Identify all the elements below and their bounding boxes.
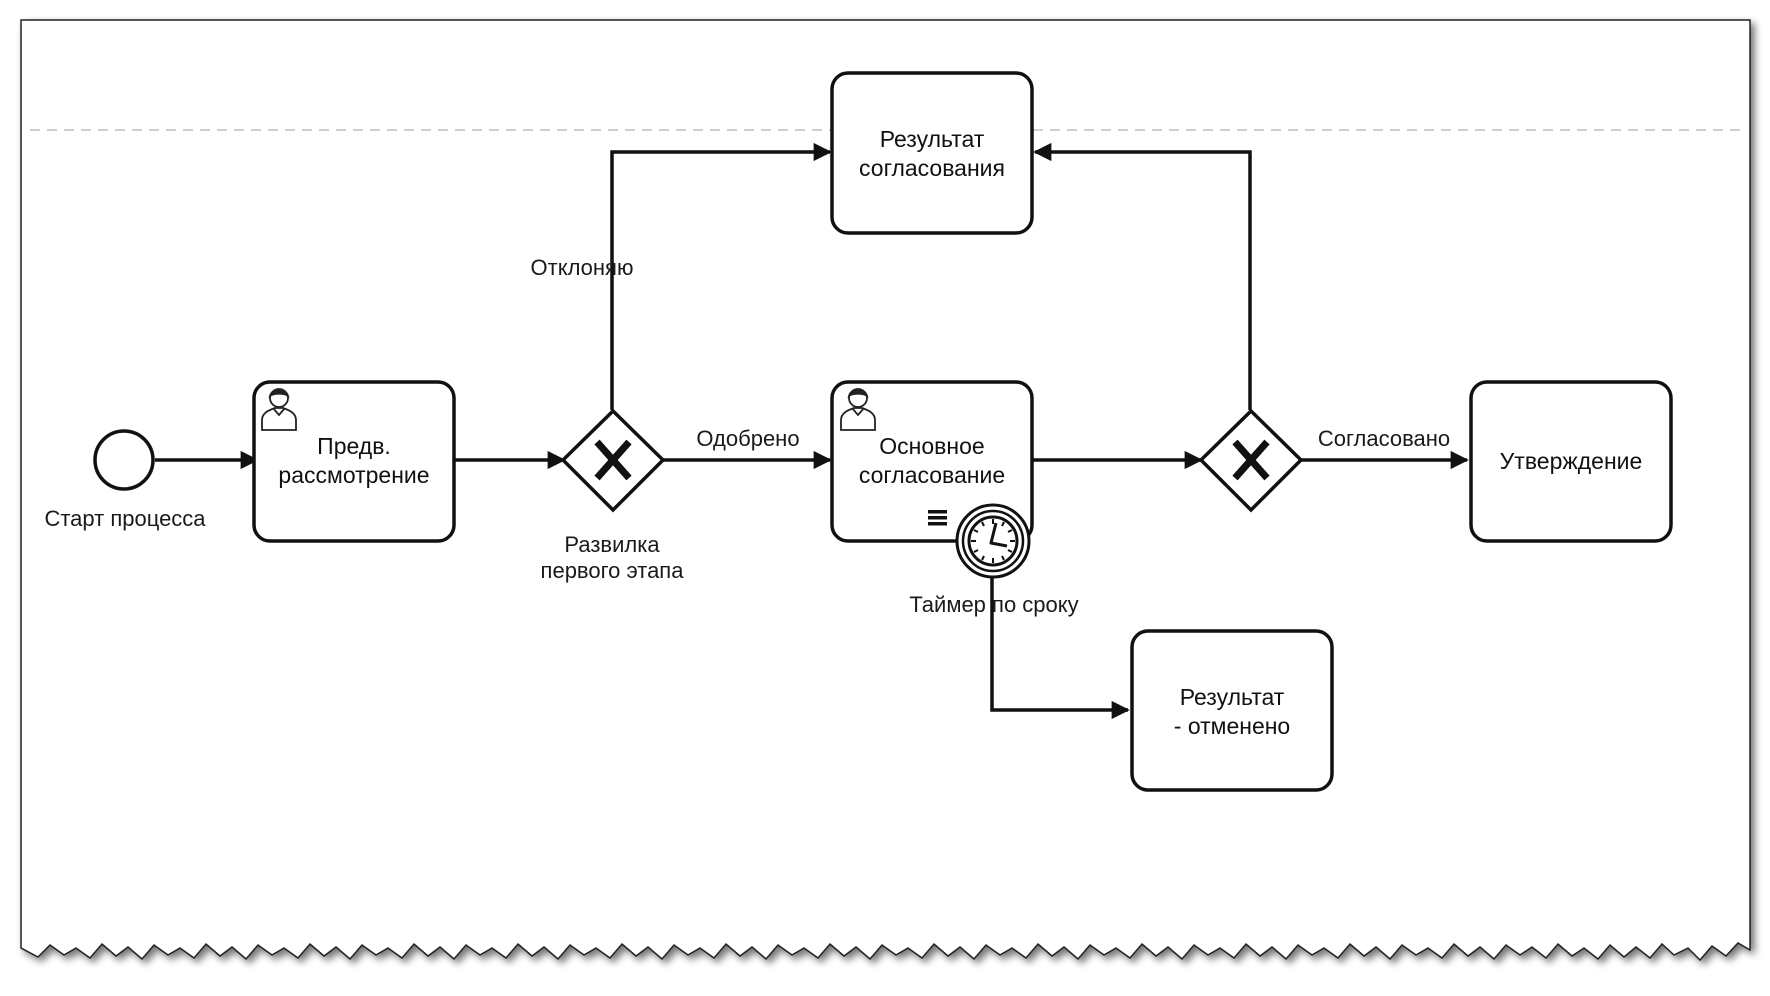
gateway-first-label-1: Развилка — [564, 532, 660, 557]
start-event-label: Старт процесса — [44, 506, 206, 531]
task-approval-result[interactable]: Результат согласования — [830, 71, 1034, 235]
task-canceled-label-1: Результат — [1180, 684, 1285, 710]
timer-icon — [967, 515, 1019, 567]
task-main-label-1: Основное — [879, 433, 984, 459]
task-result-label-1: Результат — [880, 126, 985, 152]
task-main-approval[interactable]: Основное согласование — [830, 380, 1034, 543]
flow-gateway2-to-result[interactable] — [1033, 142, 1252, 410]
flow-approved-label: Одобрено — [696, 426, 799, 451]
gateway-first-label-2: первого этапа — [541, 558, 685, 583]
timer-boundary-event[interactable] — [955, 503, 1031, 579]
task-prelim-label-2: рассмотрение — [278, 462, 429, 488]
task-result-canceled[interactable]: Результат - отменено — [1130, 629, 1334, 792]
exclusive-gateway-icon — [594, 439, 632, 481]
multi-instance-icon — [928, 510, 947, 526]
start-event[interactable] — [93, 429, 155, 491]
task-approve-label: Утверждение — [1500, 448, 1643, 474]
user-icon — [261, 388, 297, 431]
gateway-first-stage[interactable] — [560, 408, 666, 513]
flow-timer-to-canceled[interactable] — [990, 578, 1130, 720]
exclusive-gateway-icon — [1232, 439, 1270, 481]
flow-reject-label: Отклоняю — [531, 255, 634, 280]
timer-label: Таймер по сроку — [909, 592, 1078, 617]
task-canceled-label-2: - отменено — [1174, 713, 1290, 739]
user-icon — [840, 388, 876, 431]
task-approval-final[interactable]: Утверждение — [1469, 380, 1673, 543]
task-prelim-label-1: Предв. — [317, 433, 391, 459]
flow-agreed-label: Согласовано — [1318, 426, 1450, 451]
task-prelim-review[interactable]: Предв. рассмотрение — [252, 380, 456, 543]
gateway-second-stage[interactable] — [1198, 408, 1304, 513]
task-result-label-2: согласования — [859, 155, 1005, 181]
flow-reject[interactable] — [610, 142, 832, 410]
task-main-label-2: согласование — [859, 462, 1005, 488]
